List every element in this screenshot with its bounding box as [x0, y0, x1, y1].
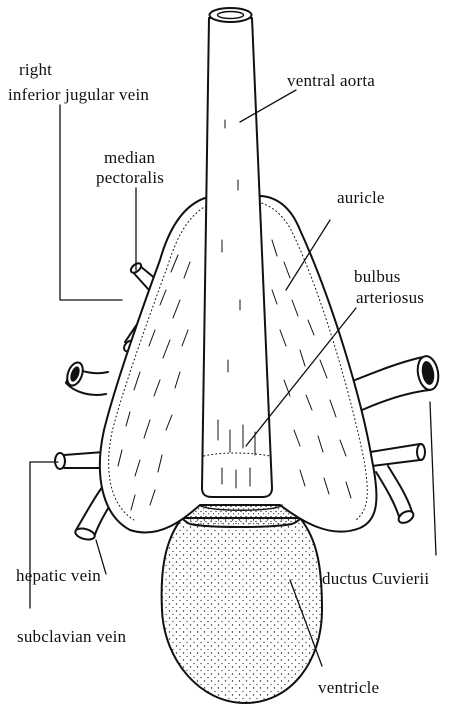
label-ventricle: ventricle [318, 679, 379, 697]
label-arteriosus: arteriosus [356, 289, 424, 307]
label-ductus-cuvierii: ductus Cuvierii [322, 570, 429, 588]
label-auricle: auricle [337, 189, 385, 207]
label-inferior-jugular-vein: inferior jugular vein [8, 86, 149, 104]
right-lower-vessels [370, 444, 425, 525]
label-subclavian-vein: subclavian vein [17, 628, 126, 646]
right-upper-vessel [355, 355, 441, 410]
label-bulbus: bulbus [354, 268, 401, 286]
ventricle-shape [162, 518, 322, 703]
label-median: median [104, 149, 155, 167]
label-right: right [19, 61, 52, 79]
left-upper-vessel [64, 360, 108, 395]
ventral-aorta-shape [202, 18, 272, 497]
label-ventral-aorta: ventral aorta [287, 72, 375, 90]
subclavian-vessel [55, 452, 104, 469]
label-pectoralis: pectoralis [96, 169, 164, 187]
label-hepatic-vein: hepatic vein [16, 567, 101, 585]
